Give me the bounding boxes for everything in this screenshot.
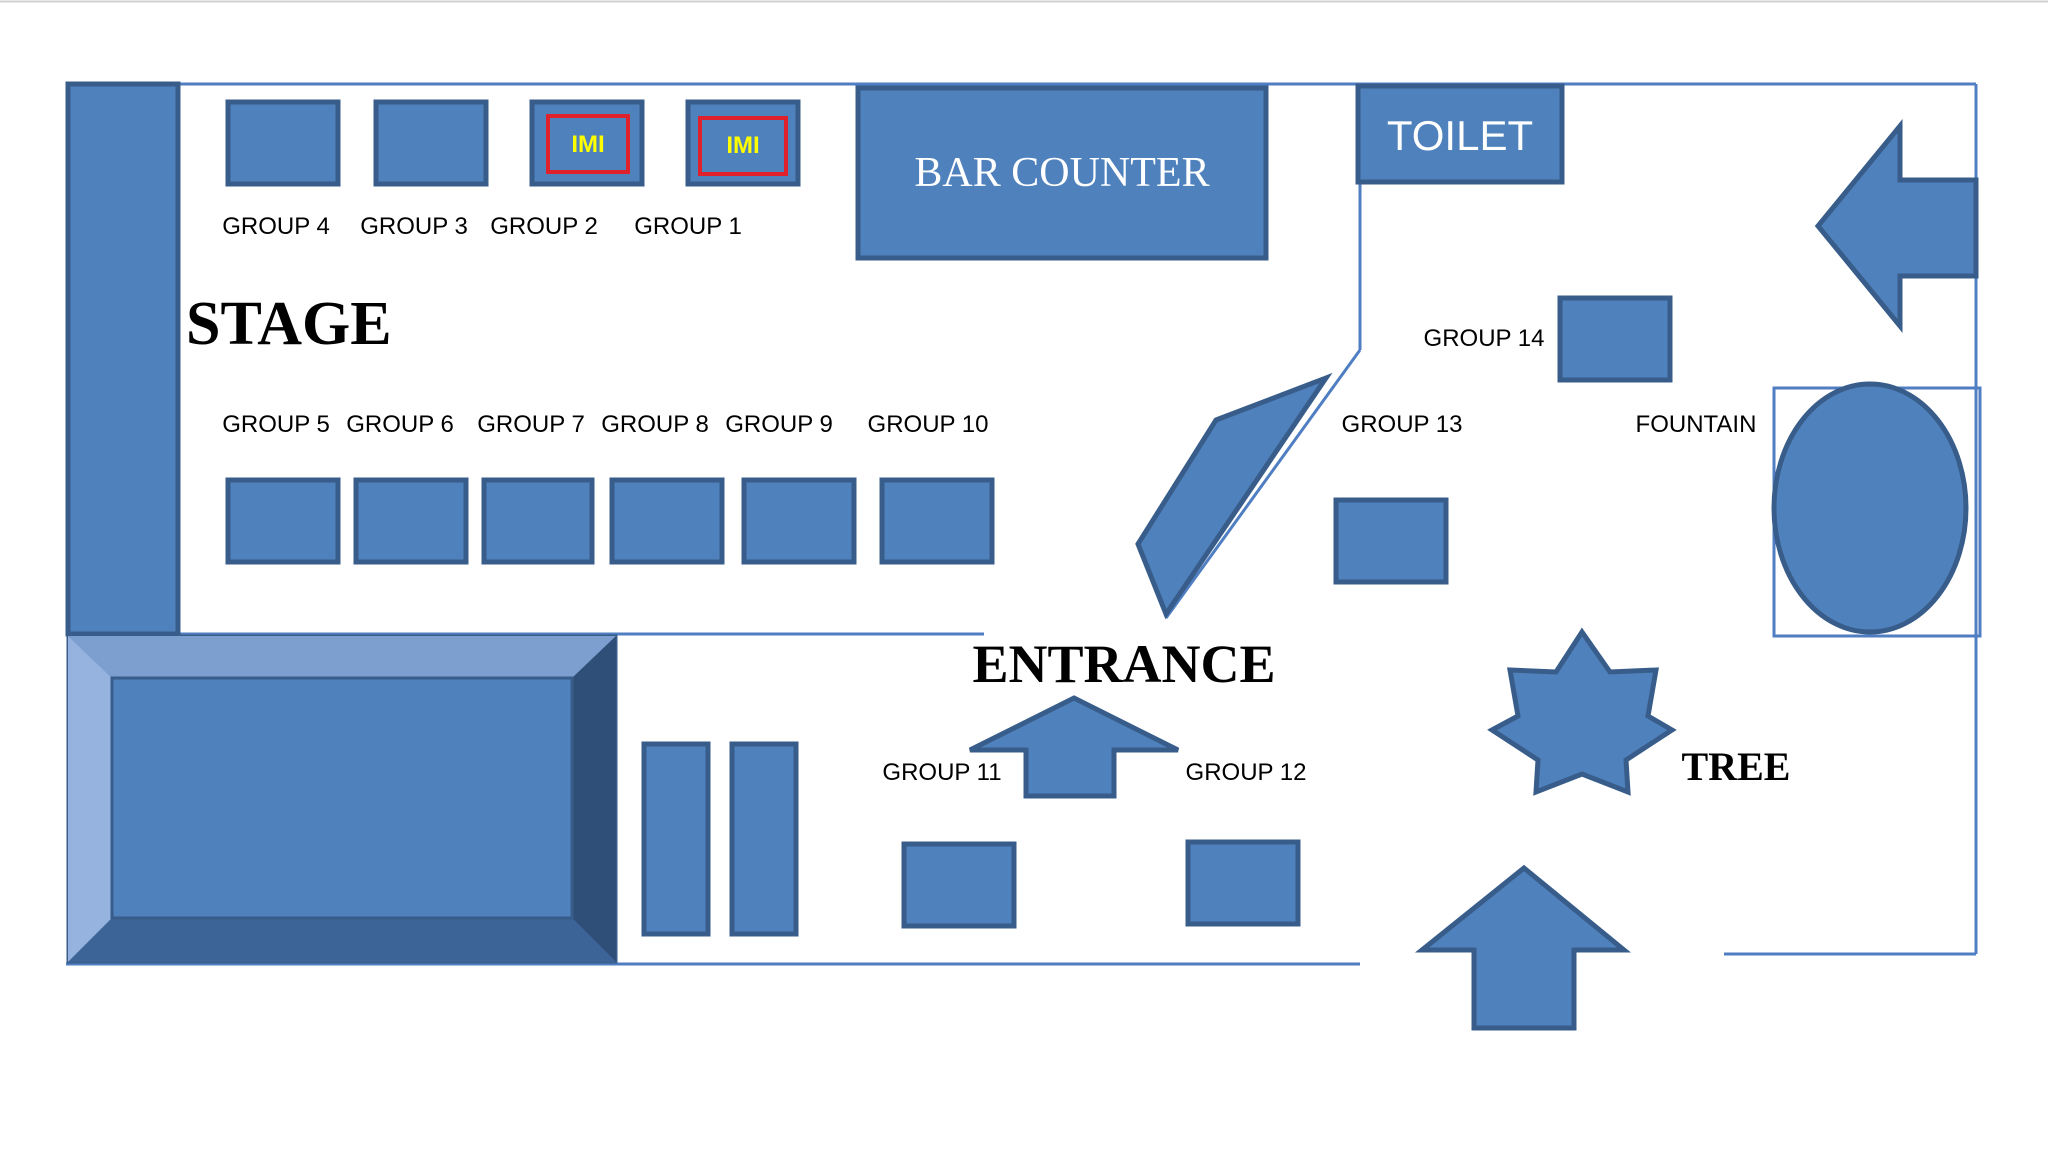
stage-platform [65,81,181,637]
tree-star-icon [1487,627,1677,796]
table-group-9 [741,477,857,565]
imi-marker-1 [698,116,788,176]
table-group-10 [879,477,995,565]
stage-bevel-block [66,634,618,964]
label-group-1: GROUP 1 [634,213,742,240]
table-group-13 [1333,497,1449,585]
label-group-8: GROUP 8 [601,411,709,438]
label-group-13: GROUP 13 [1342,411,1463,438]
table-group-12 [1185,839,1301,927]
stage-label: STAGE [186,290,392,358]
left-arrow-icon [1814,119,1979,333]
bar-counter-label: BAR COUNTER [914,150,1209,196]
imi-marker-2 [546,114,630,174]
label-group-6: GROUP 6 [346,411,454,438]
table-group-11 [901,841,1017,929]
toilet [1355,83,1565,185]
label-group-12: GROUP 12 [1186,759,1307,786]
bar-counter [855,85,1269,261]
tree-label: TREE [1682,744,1791,789]
table-group-7 [481,477,595,565]
label-group-2: GROUP 2 [490,213,598,240]
long-table-2 [729,741,799,937]
long-table-1 [641,741,711,937]
imi-label-1: IMI [726,132,759,159]
fountain [1771,381,1969,635]
label-group-14: GROUP 14 [1424,325,1545,352]
table-group-3 [373,99,489,187]
toilet-label: TOILET [1387,112,1533,159]
label-group-9: GROUP 9 [725,411,833,438]
slanted-counter [1135,372,1333,620]
label-group-11: GROUP 11 [882,759,1001,786]
label-group-7: GROUP 7 [477,411,585,438]
table-group-4 [225,99,341,187]
bottom-up-arrow-icon [1414,864,1631,1031]
label-group-10: GROUP 10 [868,411,989,438]
entrance-up-arrow-icon [968,695,1180,799]
label-group-4: GROUP 4 [222,213,330,240]
table-group-5 [225,477,341,565]
label-group-3: GROUP 3 [360,213,468,240]
table-group-6 [353,477,469,565]
entrance-label: ENTRANCE [972,634,1275,694]
label-group-5: GROUP 5 [222,411,330,438]
fountain-label: FOUNTAIN [1636,411,1757,438]
table-group-1 [685,99,801,187]
table-group-14 [1557,295,1673,383]
table-group-8 [609,477,725,565]
imi-label-2: IMI [571,131,604,158]
